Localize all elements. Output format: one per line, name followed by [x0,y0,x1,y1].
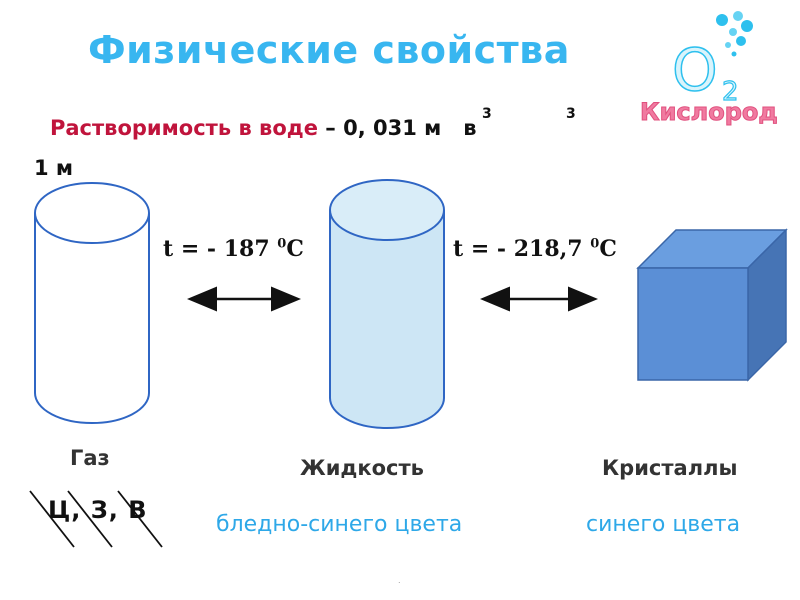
temp-gas-liquid: t = - 187 0С [163,236,304,262]
bubbles-icon [716,11,753,57]
superscript-1: 3 [482,106,492,122]
solubility-label: Растворимость в воде [50,116,318,140]
crystal-cube [636,228,788,382]
strike-lines [29,490,163,548]
liquid-color-note: бледно-синего цвета [216,512,463,537]
state-solid-label: Кристаллы [602,456,738,480]
liquid-cylinder [329,179,445,429]
temp-liquid-solid: t = - 218,7 0С [453,236,617,262]
o2-logo-icon: O 2 [671,35,739,107]
superscript-2: 3 [566,106,576,122]
solubility-text: Растворимость в воде – 0, 031 м в [50,116,477,140]
solubility-unit-b: в [463,116,477,140]
solubility-value: – 0, 031 м [317,116,442,140]
state-gas-label: Газ [70,446,110,470]
page-title: Физические свойства [88,28,570,72]
gas-properties: Ц, З, В [48,496,148,524]
solubility-line2: 1 м [34,156,74,180]
svg-text:2: 2 [722,77,739,107]
logo-name: Кислород [640,98,779,127]
solid-color-note: синего цвета [586,512,741,537]
state-liquid-label: Жидкость [300,456,424,480]
gas-cylinder [34,182,150,424]
footer-dot: . [398,576,401,585]
svg-text:O: O [672,36,718,104]
